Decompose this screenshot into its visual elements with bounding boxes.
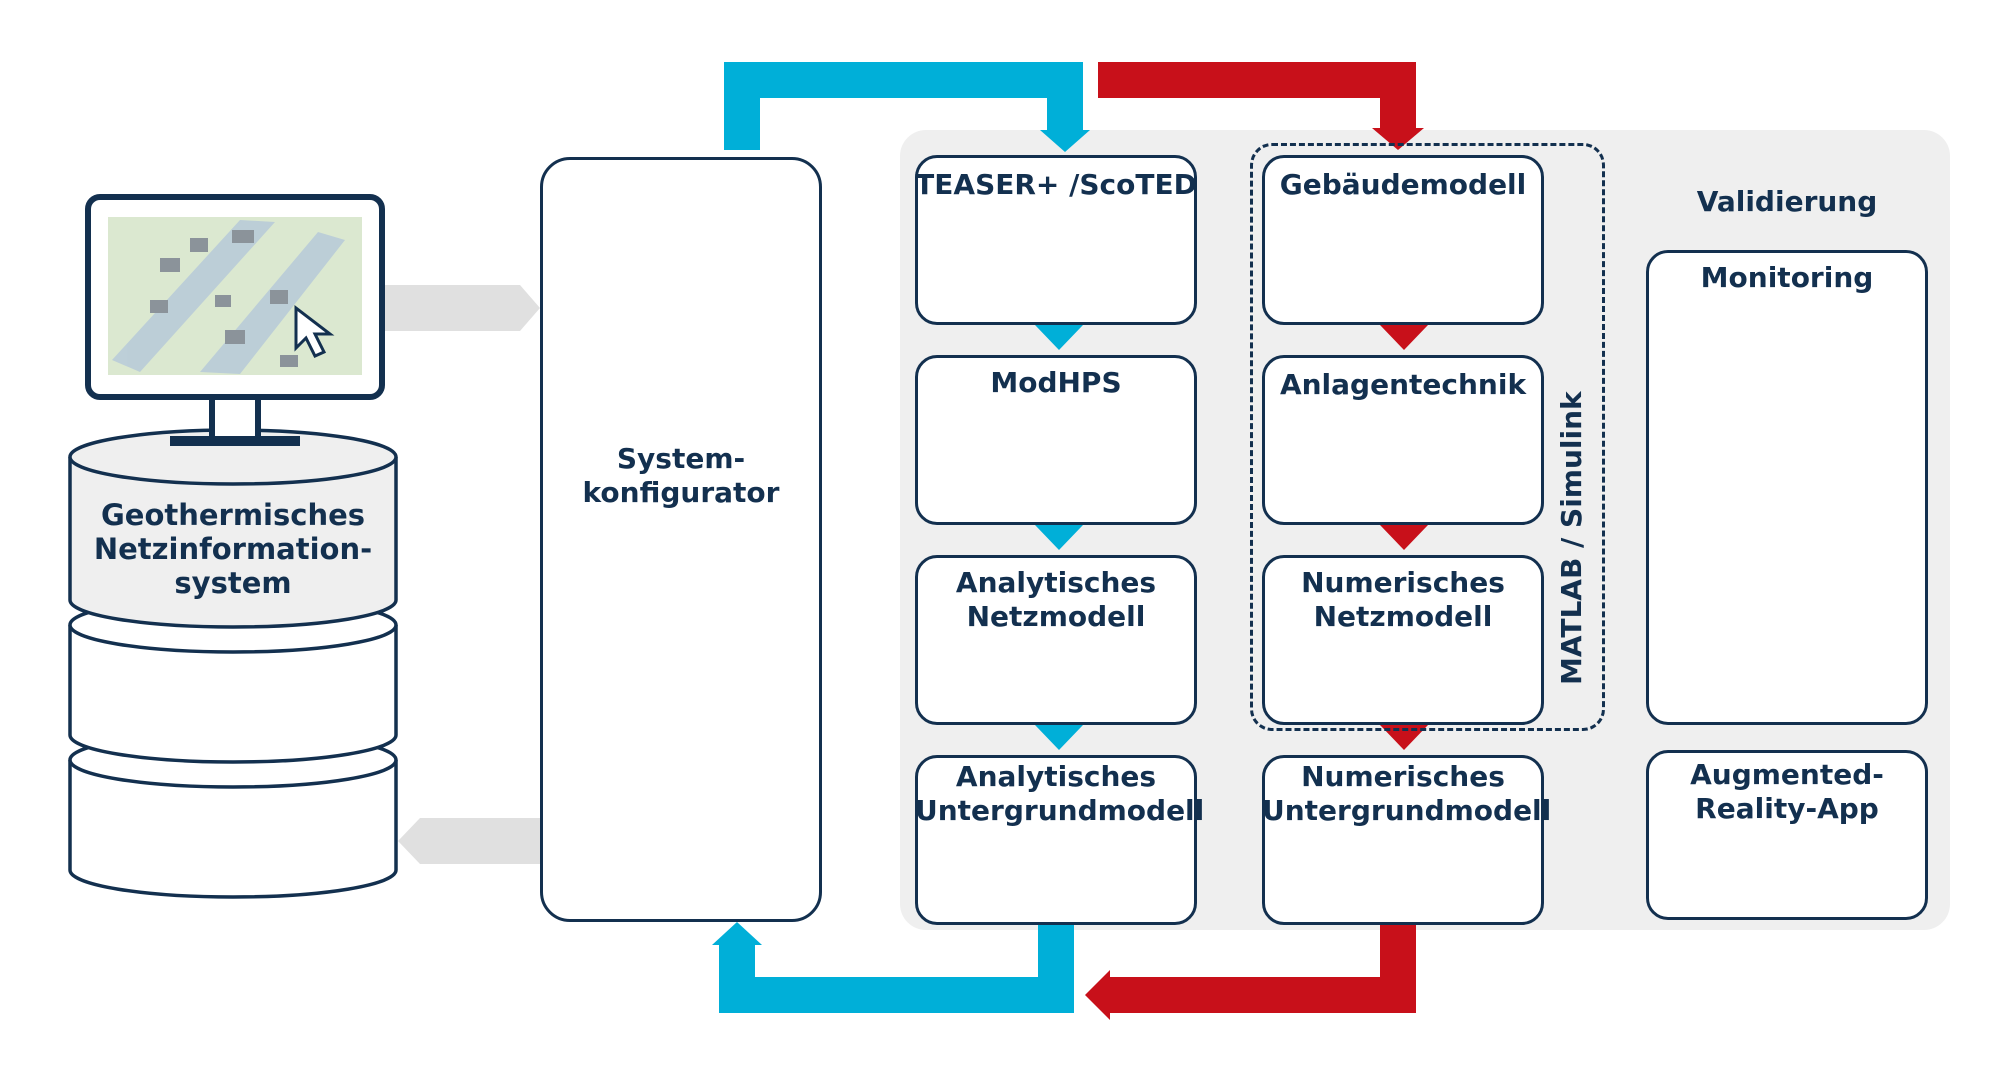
augmented-reality-title: Augmented- Reality-App (1690, 758, 1884, 825)
anlagentechnik-title: Anlagentechnik (1279, 368, 1527, 401)
monitor-icon (85, 194, 385, 446)
numerisches-netzmodell-title: Numerisches Netzmodell (1301, 566, 1505, 633)
numerisches-untergrundmodell-title: Numerisches Untergrundmodell (1262, 760, 1552, 827)
gebaeudemodell-title: Gebäudemodell (1279, 168, 1527, 201)
modhps-title: ModHPS (990, 366, 1122, 399)
analytisches-netzmodell-title: Analytisches Netzmodell (955, 566, 1157, 633)
matlab-simulink-label: MATLAB / Simulink (1555, 391, 1588, 685)
numerisches-netzmodell-box[interactable] (1262, 555, 1544, 725)
red-loop-top (1098, 62, 1416, 135)
database-label: Geothermisches Netzinformation- system (93, 498, 373, 600)
numerisches-untergrundmodell-box[interactable] (1262, 755, 1544, 925)
analytisches-untergrundmodell-title: Analytisches Untergrundmodell (915, 760, 1205, 827)
anlagentechnik-box[interactable] (1262, 355, 1544, 525)
system-configurator-box[interactable] (540, 157, 822, 922)
red-loop-bottom (1105, 925, 1416, 1013)
monitoring-title: Monitoring (1700, 261, 1874, 294)
cursor-icon (294, 304, 335, 358)
analytisches-untergrundmodell-box[interactable] (915, 755, 1197, 925)
validierung-heading: Validierung (1696, 185, 1878, 218)
analytisches-netzmodell-box[interactable] (915, 555, 1197, 725)
database-icon (68, 428, 398, 899)
matlab-simulink-group (1250, 143, 1605, 731)
augmented-reality-box[interactable] (1646, 750, 1928, 920)
system-configurator-label: System- konfigurator (582, 442, 780, 509)
teaser-title: TEASER+ /ScoTED (915, 168, 1197, 201)
teaser-box[interactable] (915, 155, 1197, 325)
monitoring-box[interactable] (1646, 250, 1928, 725)
gray-arrow-to-configurator (385, 285, 540, 331)
gebaeudemodell-box[interactable] (1262, 155, 1544, 325)
blue-loop-bottom (719, 925, 1074, 1013)
blue-loop-top (724, 62, 1083, 150)
gray-arrow-to-database (398, 818, 540, 864)
modhps-box[interactable] (915, 355, 1197, 525)
